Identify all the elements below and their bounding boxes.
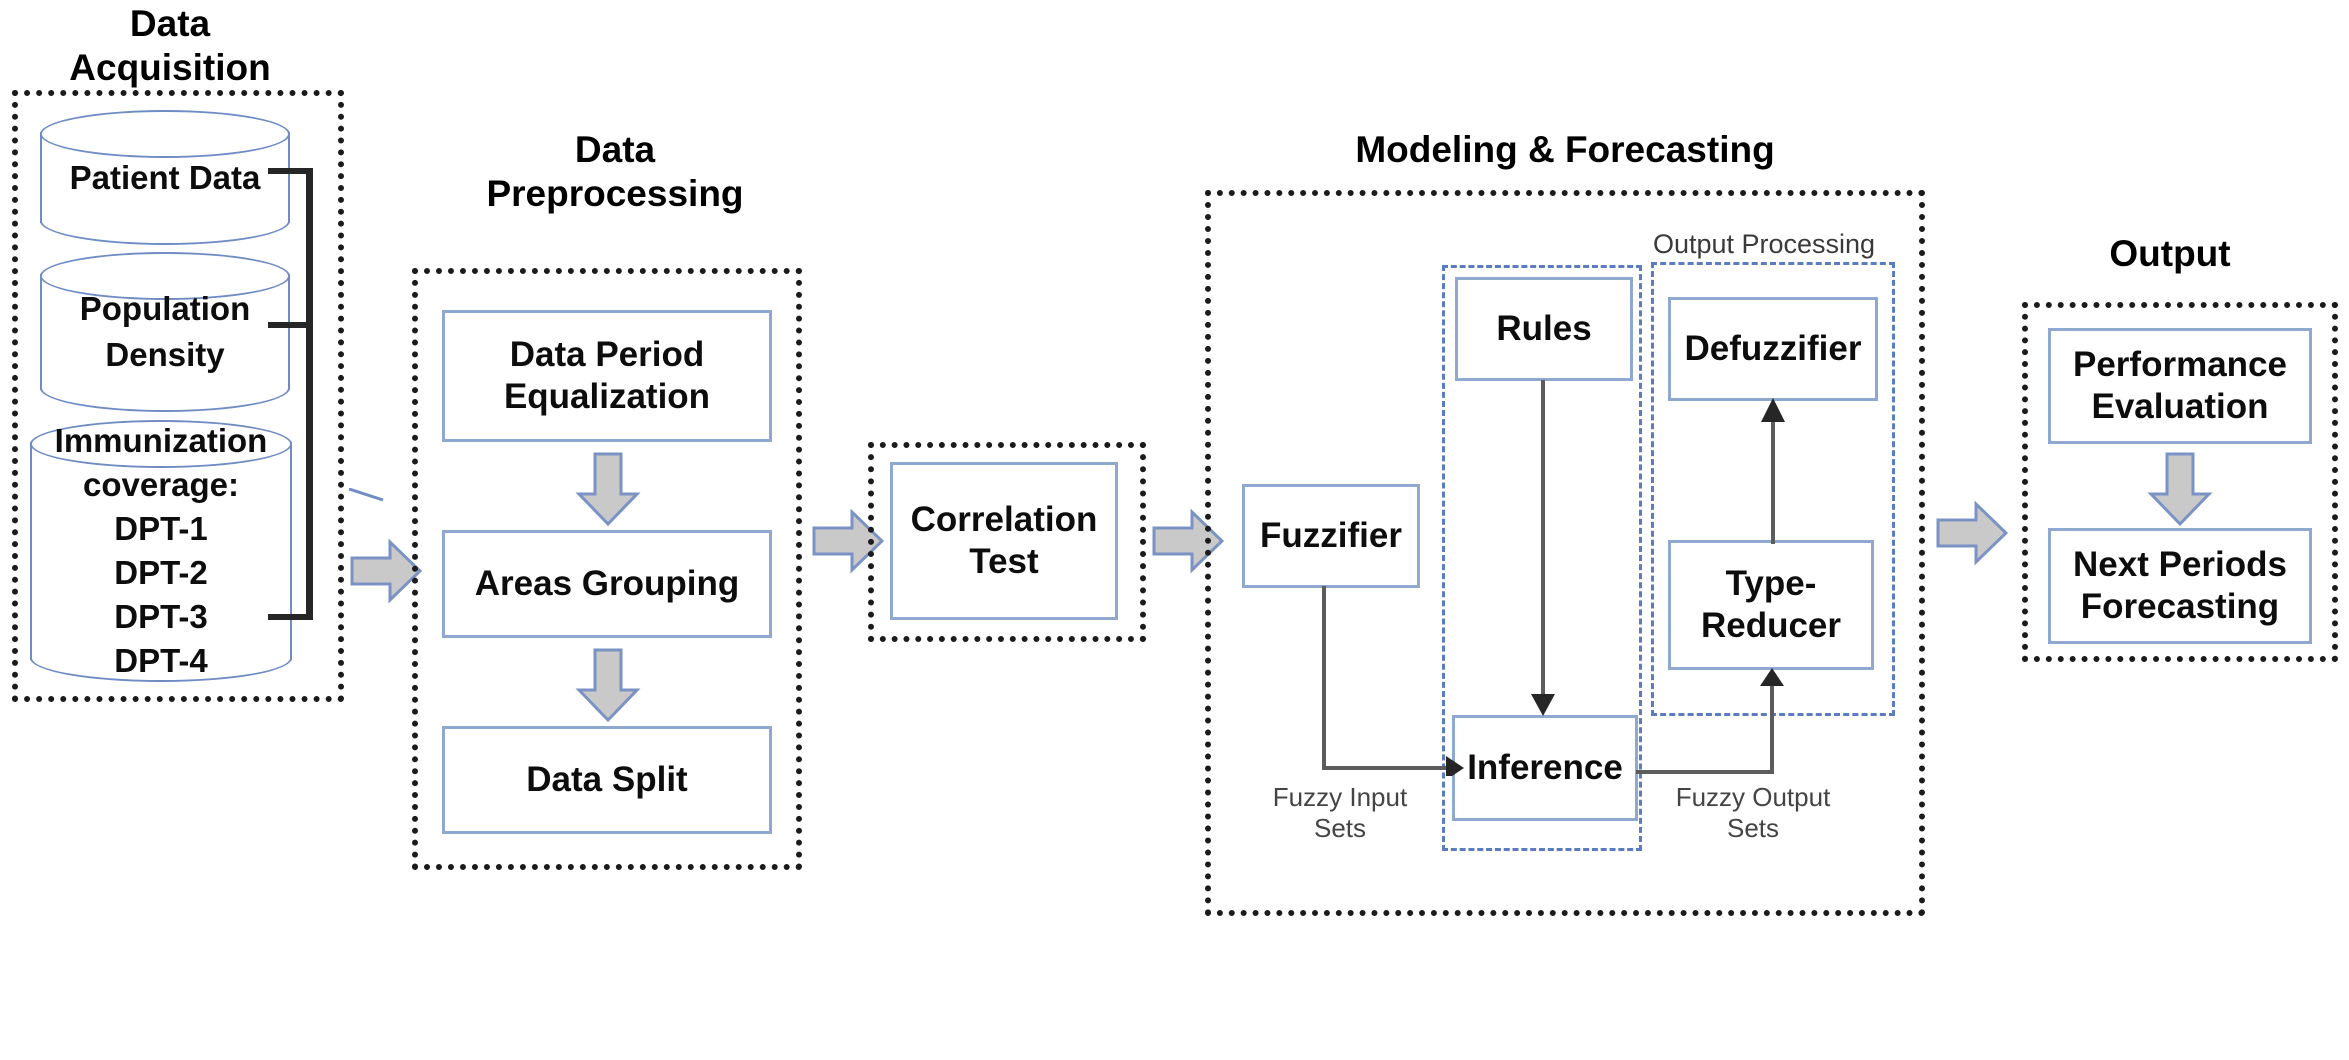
process-inference[interactable]: Inference	[1452, 715, 1638, 821]
datastore-stub-population	[268, 322, 312, 328]
process-next-periods-forecasting[interactable]: Next Periods Forecasting	[2048, 528, 2312, 644]
datastore-label-dpt2: DPT-2	[114, 554, 208, 591]
datastore-label: Patient Data	[40, 110, 290, 245]
process-data-split[interactable]: Data Split	[442, 726, 772, 834]
cylinder-body	[30, 442, 292, 660]
cylinder-top-ellipse	[40, 110, 290, 158]
datastore-label-line1: Patient Data	[69, 158, 261, 196]
group-modeling-forecasting	[1205, 190, 1925, 916]
process-defuzzifier[interactable]: Defuzzifier	[1668, 297, 1878, 401]
section-title-data-preprocessing: Data Preprocessing	[400, 128, 830, 216]
process-label: Next Periods Forecasting	[2073, 544, 2287, 628]
group-correlation-test	[868, 442, 1146, 642]
arrow-grouping-to-split	[575, 648, 641, 723]
cylinder-top-ellipse	[30, 420, 292, 468]
process-label: Performance Evaluation	[2073, 344, 2287, 428]
datastore-label: Population Density	[40, 252, 290, 412]
process-label: Correlation Test	[911, 499, 1098, 583]
process-rules[interactable]: Rules	[1455, 277, 1633, 381]
datastore-stub-immunization	[268, 614, 312, 620]
edge-label-line2: Sets	[1313, 813, 1367, 843]
process-label: Inference	[1467, 747, 1623, 789]
section-title-line1: Data	[574, 129, 656, 170]
process-label-line2: Test	[969, 542, 1039, 581]
datastore-patient-data[interactable]: Patient Data	[40, 110, 290, 245]
process-label-line1: Defuzzifier	[1684, 329, 1862, 368]
process-label-line1: Data Period	[509, 335, 705, 374]
process-label-line2: Evaluation	[2091, 387, 2269, 426]
process-label: Data Period Equalization	[504, 334, 710, 418]
datastore-label-dpt3: DPT-3	[114, 598, 208, 635]
process-correlation-test[interactable]: Correlation Test	[890, 462, 1118, 620]
subgroup-rules-inference	[1442, 265, 1642, 851]
group-data-preprocessing	[412, 268, 802, 870]
datastore-label-dpt1: DPT-1	[114, 510, 208, 547]
process-label: Areas Grouping	[475, 563, 739, 605]
section-title-line1: Modeling & Forecasting	[1355, 129, 1775, 170]
process-label: Data Split	[526, 759, 687, 801]
section-title-output: Output	[2020, 232, 2320, 276]
process-label-line2: Equalization	[503, 377, 711, 416]
process-label: Defuzzifier	[1685, 328, 1862, 370]
arrow-acquisition-to-preprocessing	[350, 538, 423, 604]
section-title-line1: Output	[2109, 233, 2231, 274]
process-label-line1: Performance	[2073, 345, 2287, 384]
process-areas-grouping[interactable]: Areas Grouping	[442, 530, 772, 638]
arrow-equalization-to-grouping	[575, 452, 641, 527]
process-label-line1: Type-	[1725, 564, 1817, 603]
process-label-line1: Rules	[1496, 309, 1592, 348]
section-title-line2: Acquisition	[69, 47, 271, 88]
process-label-line1: Fuzzifier	[1260, 516, 1402, 555]
section-title-line2: Preprocessing	[486, 173, 744, 214]
connector-type-reducer-to-defuzzifier	[1758, 398, 1788, 544]
arrow-modeling-to-output	[1936, 500, 2009, 566]
process-data-period-equalization[interactable]: Data Period Equalization	[442, 310, 772, 442]
section-title-modeling-forecasting: Modeling & Forecasting	[1205, 128, 1925, 172]
datastore-label: Immunization coverage: DPT-1 DPT-2 DPT-3…	[30, 420, 292, 682]
cylinder-top-ellipse	[40, 252, 290, 300]
process-label-line1: Correlation	[910, 500, 1098, 539]
process-label-line2: Reducer	[1700, 606, 1842, 645]
datastore-label-line2: Density	[105, 336, 225, 373]
subgroup-label-output-processing: Output Processing	[1652, 229, 1876, 259]
group-data-acquisition	[12, 90, 344, 702]
datastore-stub-patient	[268, 168, 312, 174]
process-fuzzifier[interactable]: Fuzzifier	[1242, 484, 1420, 588]
edge-label-line1: Fuzzy Input	[1272, 782, 1408, 812]
datastore-label-line1: Population	[79, 290, 251, 327]
edge-label-line2: Sets	[1726, 813, 1780, 843]
arrow-evaluation-to-forecasting	[2147, 452, 2213, 527]
process-label-line1: Next Periods	[2073, 545, 2287, 584]
datastore-label-line1: Immunization	[54, 422, 268, 459]
datastore-population-density[interactable]: Population Density	[40, 252, 290, 412]
connector-fuzzifier-to-inference	[1320, 586, 1465, 780]
edge-label-line1: Fuzzy Output	[1675, 782, 1831, 812]
edge-label-fuzzy-output-sets: Fuzzy Output Sets	[1648, 782, 1858, 844]
process-label-line1: Areas Grouping	[474, 564, 740, 603]
group-output	[2022, 302, 2338, 662]
edge-label-fuzzy-input-sets: Fuzzy Input Sets	[1240, 782, 1440, 844]
process-label: Type- Reducer	[1701, 563, 1841, 647]
process-label-line1: Inference	[1467, 748, 1623, 787]
process-label-line2: Forecasting	[2080, 587, 2280, 626]
section-title-data-acquisition: Data Acquisition	[0, 2, 340, 90]
process-performance-evaluation[interactable]: Performance Evaluation	[2048, 328, 2312, 444]
section-title-line1: Data	[129, 3, 211, 44]
process-label: Fuzzifier	[1260, 515, 1402, 557]
datastore-bus-line	[306, 168, 313, 620]
process-label: Rules	[1496, 308, 1591, 350]
connector-inference-to-type-reducer	[1636, 668, 1796, 778]
connector-rules-to-inference	[1528, 380, 1558, 718]
datastore-label-dpt4: DPT-4	[114, 642, 208, 679]
datastore-label-line2: coverage:	[83, 466, 239, 503]
decorative-blue-tick	[348, 487, 384, 502]
process-type-reducer[interactable]: Type- Reducer	[1668, 540, 1874, 670]
process-label-line1: Data Split	[526, 760, 688, 799]
arrow-preprocessing-to-correlation	[812, 508, 885, 574]
datastore-immunization-coverage[interactable]: Immunization coverage: DPT-1 DPT-2 DPT-3…	[30, 420, 292, 682]
